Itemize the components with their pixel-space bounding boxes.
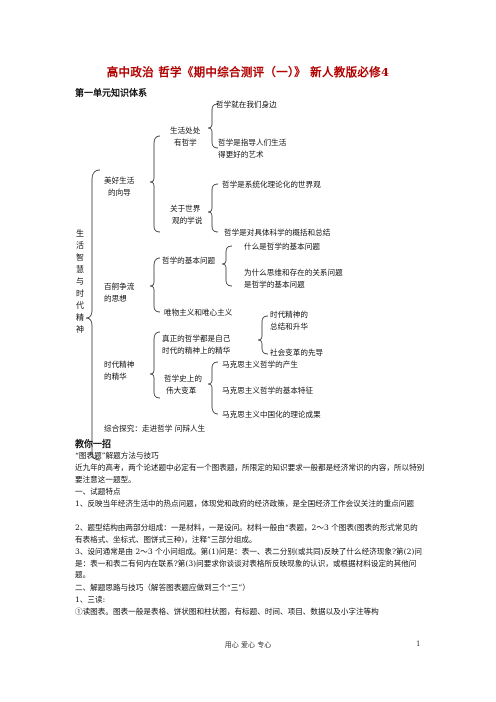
bracket-worldview: [207, 183, 219, 233]
branch-inquiry: 综合探究：走进哲学 问辩人生: [104, 424, 206, 433]
node-summary-2: 总结和升华: [270, 322, 308, 331]
bracket-branch-2: [149, 257, 161, 313]
node-great-change-2: 伟大变革: [166, 386, 197, 395]
paragraph-7: 二、解题思路与技巧（解答图表题应做到三个“三”）: [75, 583, 250, 592]
node-what-basic: 什么是哲学的基本问题: [244, 242, 320, 251]
page-number: 1: [416, 640, 421, 648]
node-true-philosophy-2: 时代的精神上的精华: [162, 346, 231, 355]
node-true-philosophy-1: 真正的哲学都是自己: [162, 334, 231, 343]
node-great-change-1: 哲学史上的: [164, 374, 202, 383]
branch-thought-1: 百舸争流: [104, 282, 135, 291]
node-worldview-theory-2: 观的学说: [172, 216, 203, 225]
paragraph-2: 近九年的高考，两个论述题中必定有一个图表题，所限定的知识要求一般都是经济常识的内…: [75, 463, 425, 484]
unit-heading: 第一单元知识体系: [75, 89, 148, 99]
paragraph-8: 1、三读:: [75, 595, 106, 604]
node-why-basic-1: 为什么思维和存在的关系问题: [244, 268, 343, 277]
node-marxism-features: 马克思主义哲学的基本特征: [222, 386, 314, 395]
node-marxism-china: 马克思主义中国化的理论成果: [222, 410, 321, 419]
node-materialism: 唯物主义和唯心主义: [164, 308, 233, 317]
paragraph-1: “图表题”解题方法与技巧: [75, 451, 159, 460]
node-has-philosophy: 有哲学: [174, 138, 197, 147]
bracket-living: [207, 103, 219, 149]
node-basic-question: 哲学的基本问题: [162, 256, 216, 265]
bracket-essence: [257, 315, 269, 355]
node-worldview-theory-1: 关于世界: [170, 204, 201, 213]
paragraph-4: 1、反映当年经济生活中的热点问题，体现党和政府的经济政策，是全国经济工作会议关注…: [75, 499, 414, 508]
node-social-change: 社会变革的先导: [270, 348, 324, 357]
teach-heading: 教你一招: [75, 440, 112, 450]
paragraph-9: ①读图表。图表一般是表格、饼状图和柱状图，有标题、时间、项目、数据以及小字注等构: [75, 607, 379, 616]
bracket-branch-1: [149, 135, 161, 233]
branch-good-life-1: 美好生活: [104, 176, 135, 185]
tree-root-label: 生活智慧与时代精神: [76, 229, 84, 334]
document-title: 高中政治 哲学《期中综合测评（一）》 新人教版必修4: [106, 65, 390, 79]
paragraph-3: 一、试题特点: [75, 487, 121, 496]
paragraph-6: 3、设问通常是由 2～3 个小问组成。第(1)问是：表一、表二分别(或共同)反映…: [75, 547, 422, 579]
bracket-revolution: [207, 361, 219, 415]
bracket-branch-3: [149, 331, 161, 399]
paragraph-5: 2、题型结构由两部分组成：一是材料，一是设问。材料一般由“表题，2～3 个图表(…: [75, 523, 418, 544]
branch-good-life-2: 的向导: [108, 188, 131, 197]
branch-essence-1: 时代精神: [104, 360, 135, 369]
bracket-root: [85, 169, 101, 461]
node-worldview-system: 哲学是系统化理论化的世界观: [222, 180, 321, 189]
node-summary-1: 时代精神的: [270, 310, 308, 319]
node-marxism-origin: 马克思主义哲学的产生: [222, 360, 298, 369]
node-guide-life-2: 得更好的艺术: [218, 150, 264, 159]
branch-essence-2: 的精华: [104, 372, 127, 381]
bracket-basic: [221, 245, 233, 287]
node-philosophy-around: 哲学就在我们身边: [216, 100, 277, 109]
node-guide-life-1: 哲学是指导人们生活: [218, 138, 287, 147]
branch-thought-2: 的思想: [104, 294, 127, 303]
page-footer: 用心 爱心 专心: [224, 641, 272, 649]
node-why-basic-2: 是哲学的基本问题: [244, 280, 305, 289]
node-science-summary: 哲学是对具体科学的概括和总结: [224, 228, 331, 237]
node-life-everywhere: 生活处处: [170, 126, 201, 135]
